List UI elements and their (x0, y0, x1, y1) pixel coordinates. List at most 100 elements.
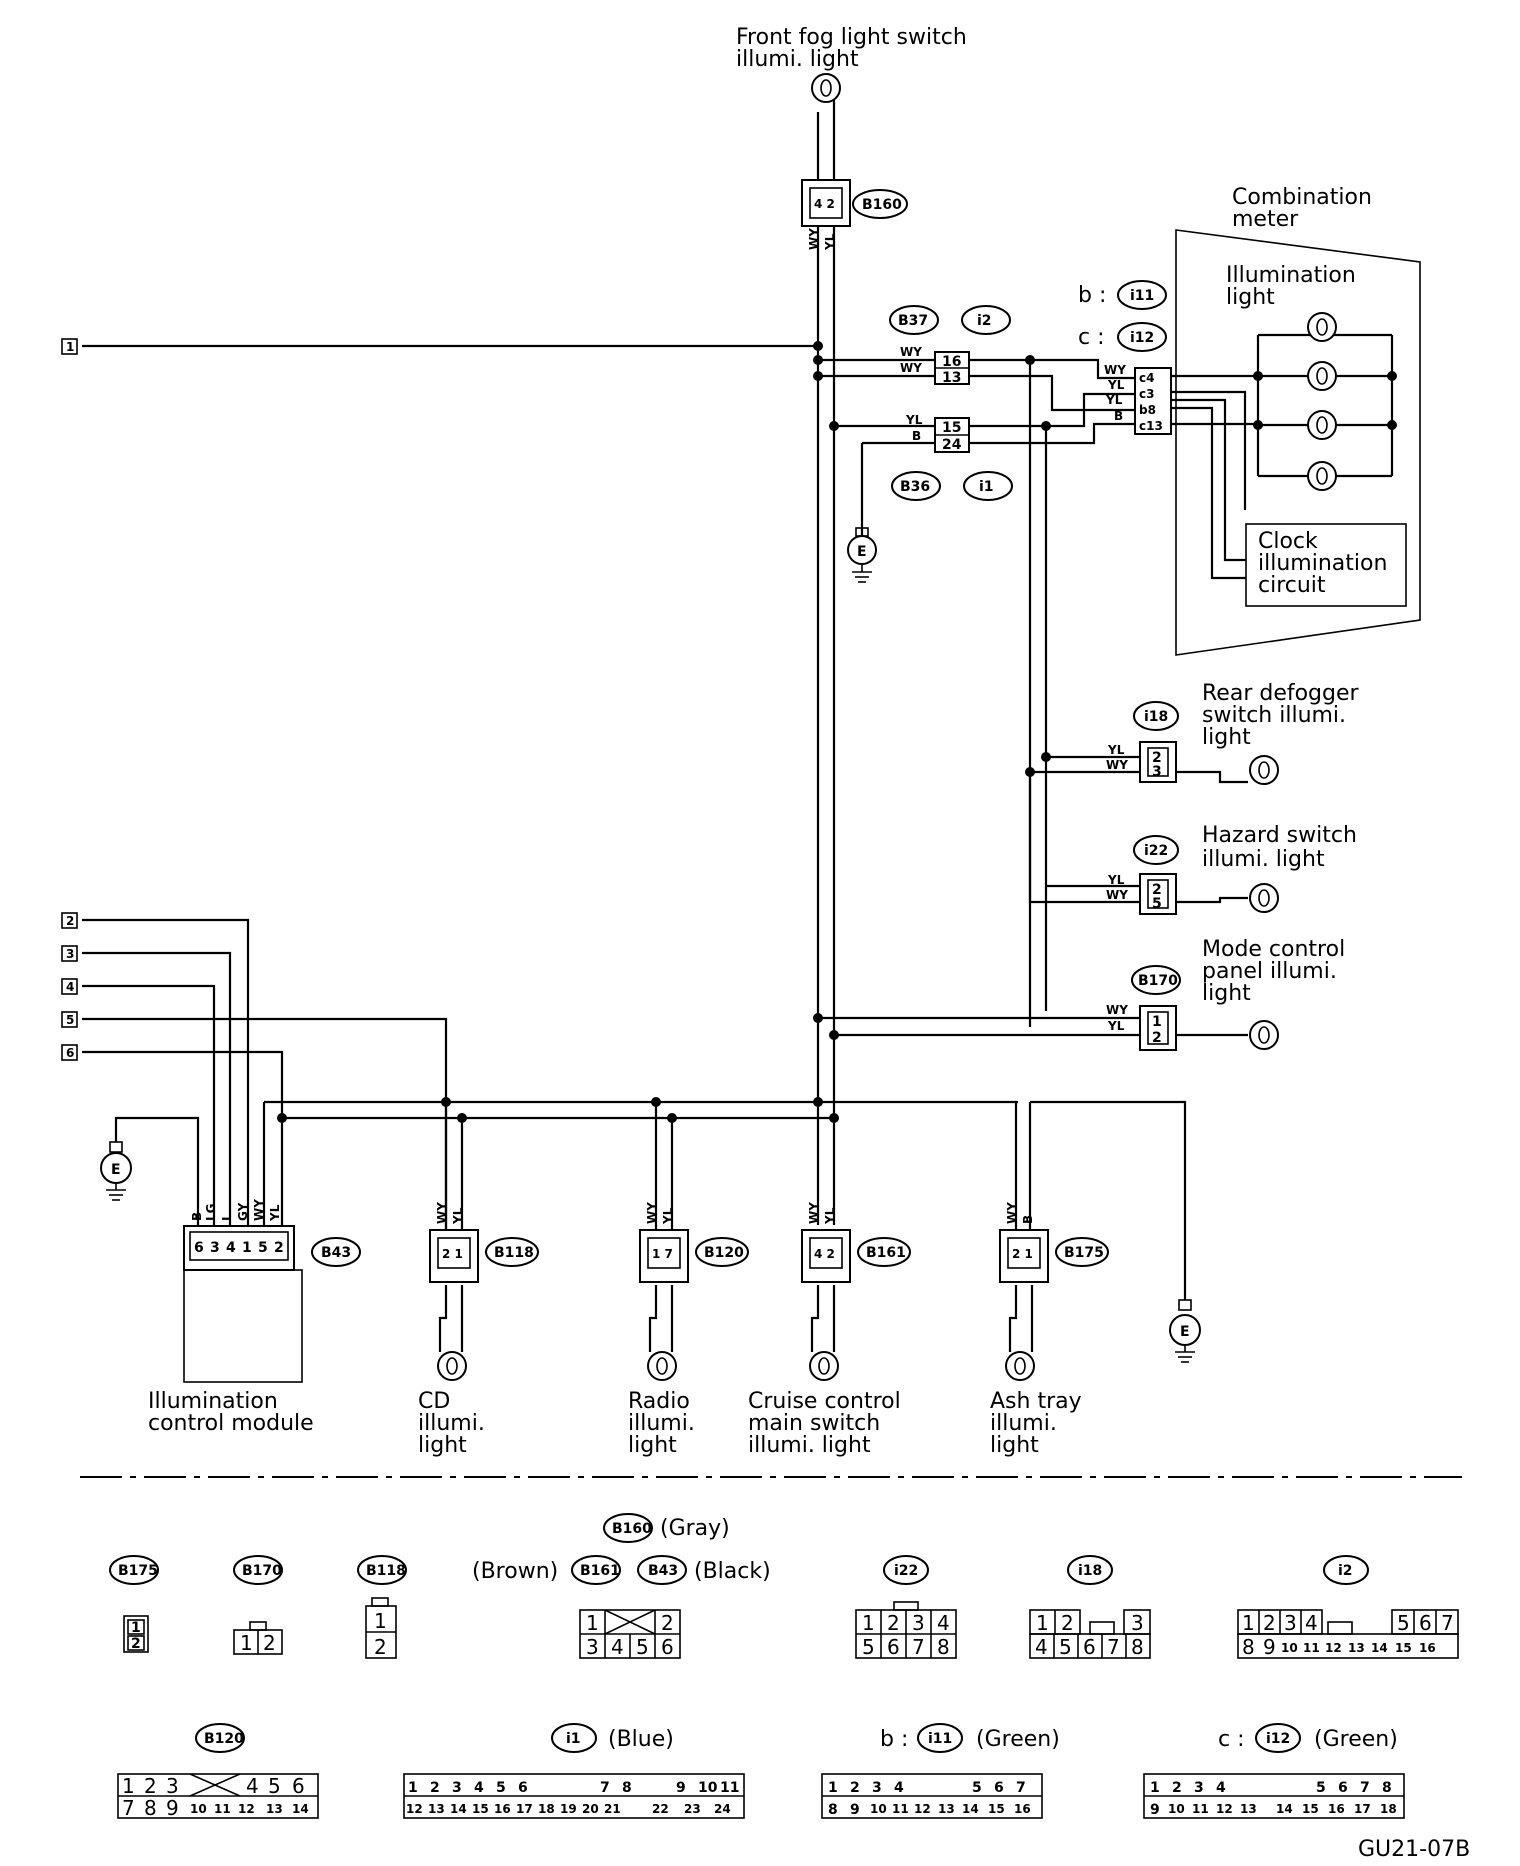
rear-defogger-switch: i18 2 3 YL WY Rear defogger switch illum… (1106, 681, 1360, 785)
svg-text:b8: b8 (1139, 403, 1156, 417)
svg-text:21: 21 (604, 1802, 621, 1816)
svg-text:2: 2 (1152, 750, 1162, 766)
svg-text:b :: b : (1078, 283, 1106, 308)
svg-text:B175: B175 (1064, 1245, 1104, 1261)
svg-text:1: 1 (131, 1620, 141, 1636)
svg-text:3: 3 (1284, 1611, 1297, 1635)
svg-text:(Green): (Green) (1314, 1727, 1398, 1752)
svg-text:2: 2 (274, 1240, 284, 1256)
fog-light-label: Front fog light switch illumi. light (736, 25, 967, 72)
svg-text:17: 17 (1354, 1802, 1371, 1816)
svg-text:i1: i1 (566, 1731, 581, 1747)
figure-code: GU21-07B (1358, 1837, 1470, 1862)
svg-text:12: 12 (238, 1802, 255, 1816)
svg-text:11: 11 (1192, 1802, 1209, 1816)
svg-text:7: 7 (912, 1635, 925, 1659)
svg-text:circuit: circuit (1258, 573, 1326, 598)
svg-text:GY: GY (236, 1202, 250, 1221)
ground-b36: E (847, 527, 877, 583)
svg-text:meter: meter (1232, 207, 1299, 232)
svg-text:E: E (857, 544, 867, 560)
svg-text:1: 1 (1036, 1611, 1049, 1635)
svg-text:B36: B36 (900, 479, 930, 495)
radio-illumination: WY YL 1 7 B120 Radio illumi. light (628, 1202, 749, 1458)
svg-text:16: 16 (1014, 1802, 1031, 1816)
svg-text:CD: CD (418, 1389, 450, 1414)
svg-text:1: 1 (374, 1609, 387, 1633)
svg-text:2: 2 (430, 1780, 440, 1796)
svg-text:6: 6 (66, 1046, 74, 1060)
svg-text:main switch: main switch (748, 1411, 880, 1436)
svg-text:i12: i12 (1130, 330, 1154, 346)
svg-text:1: 1 (586, 1611, 599, 1635)
fog-light-bulb (811, 73, 841, 103)
junction-dots (277, 341, 1397, 1123)
wires (82, 100, 1394, 1352)
svg-text:6: 6 (518, 1780, 528, 1796)
svg-text:i2: i2 (1338, 1563, 1353, 1579)
svg-text:3: 3 (452, 1780, 462, 1796)
svg-text:24: 24 (942, 437, 962, 453)
svg-text:B120: B120 (204, 1731, 244, 1747)
svg-text:B43: B43 (321, 1245, 351, 1261)
svg-text:6: 6 (194, 1240, 204, 1256)
svg-text:B161: B161 (580, 1563, 620, 1579)
svg-text:4: 4 (1035, 1635, 1048, 1659)
svg-text:6: 6 (292, 1774, 305, 1798)
svg-text:8: 8 (937, 1635, 950, 1659)
svg-text:8: 8 (144, 1796, 157, 1820)
svg-text:E: E (1180, 1324, 1190, 1340)
svg-text:5: 5 (268, 1774, 281, 1798)
svg-text:3: 3 (210, 1240, 220, 1256)
svg-text:Radio: Radio (628, 1389, 690, 1414)
svg-text:2: 2 (263, 1631, 276, 1655)
svg-text:i11: i11 (1130, 288, 1154, 304)
svg-text:(Blue): (Blue) (608, 1727, 674, 1752)
svg-text:7: 7 (1441, 1611, 1454, 1635)
svg-text:B37: B37 (898, 313, 928, 329)
svg-text:B: B (1114, 409, 1123, 423)
svg-text:B: B (190, 1212, 204, 1221)
svg-text:10: 10 (870, 1802, 887, 1816)
svg-text:WY: WY (1106, 758, 1128, 772)
svg-text:WY: WY (252, 1199, 266, 1221)
svg-text:5: 5 (1397, 1611, 1410, 1635)
svg-text:16: 16 (494, 1802, 511, 1816)
svg-text:12: 12 (1325, 1641, 1342, 1655)
svg-text:i22: i22 (894, 1563, 918, 1579)
svg-text:5: 5 (1152, 896, 1162, 912)
svg-text:6: 6 (1083, 1635, 1096, 1659)
svg-text:3: 3 (1131, 1611, 1144, 1635)
svg-text:B118: B118 (366, 1563, 406, 1579)
svg-text:control module: control module (148, 1411, 314, 1436)
svg-text:1: 1 (240, 1631, 253, 1655)
svg-text:10: 10 (698, 1780, 718, 1796)
svg-text:4: 4 (937, 1611, 950, 1635)
svg-text:illumi.: illumi. (628, 1411, 695, 1436)
svg-text:15: 15 (1395, 1641, 1412, 1655)
svg-text:i11: i11 (928, 1731, 952, 1747)
svg-text:Clock: Clock (1258, 529, 1318, 554)
svg-text:13: 13 (942, 370, 961, 386)
svg-text:WY: WY (807, 1202, 821, 1224)
svg-text:6: 6 (1419, 1611, 1432, 1635)
svg-text:WY: WY (900, 361, 922, 375)
svg-text:illumi. light: illumi. light (748, 1433, 871, 1458)
svg-text:light: light (990, 1433, 1039, 1458)
svg-text:14: 14 (292, 1802, 309, 1816)
svg-text:c4: c4 (1139, 371, 1154, 385)
svg-text:light: light (1226, 285, 1275, 310)
svg-text:1 7: 1 7 (652, 1247, 673, 1261)
svg-text:WY: WY (1104, 363, 1126, 377)
svg-text:5: 5 (496, 1780, 506, 1796)
legend-row-2: B120 i1 (Blue) b : i11 (Green) c : i12 (… (117, 1723, 1405, 1820)
svg-text:13: 13 (266, 1802, 283, 1816)
svg-text:(Black): (Black) (694, 1559, 771, 1584)
svg-text:8: 8 (1131, 1635, 1144, 1659)
svg-text:1: 1 (66, 340, 74, 354)
svg-text:18: 18 (538, 1802, 555, 1816)
svg-text:11: 11 (1303, 1641, 1320, 1655)
svg-text:8: 8 (1382, 1780, 1392, 1796)
svg-text:light: light (1202, 981, 1251, 1006)
svg-text:8: 8 (828, 1802, 838, 1818)
